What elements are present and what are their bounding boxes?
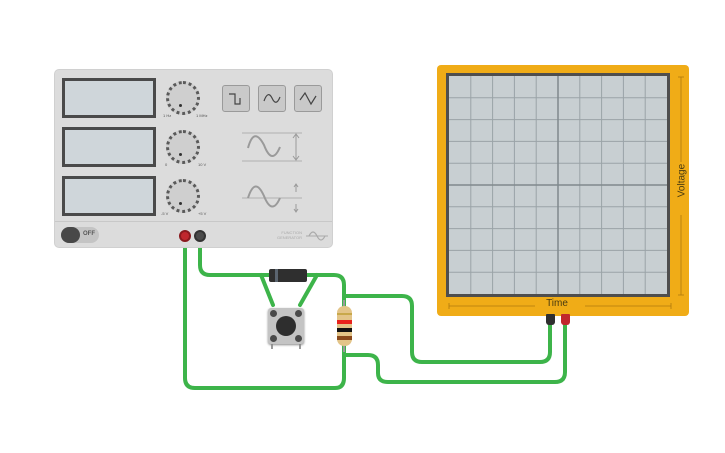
pushbutton[interactable] [268, 308, 304, 344]
resistor-band-2 [337, 320, 352, 324]
power-label: OFF [83, 231, 95, 237]
knob-indicator [179, 202, 182, 205]
sine-wave-button[interactable] [258, 85, 286, 112]
knob-indicator [179, 153, 182, 156]
offset-display [62, 176, 156, 216]
resistor-band-3 [337, 328, 352, 332]
amplitude-display [62, 127, 156, 167]
pin [270, 310, 277, 317]
offset-diagram-icon [242, 183, 302, 213]
amplitude-min-label: 0 [165, 162, 168, 167]
amplitude-diagram-icon [242, 132, 302, 162]
frequency-display [62, 78, 156, 118]
frequency-min-label: 1 Hz [163, 113, 172, 118]
toggle-knob [61, 227, 80, 243]
negative-probe[interactable] [546, 314, 555, 325]
brand-label: FUNCTION GENERATOR [277, 230, 302, 240]
oscilloscope-grid [449, 76, 667, 294]
resistor[interactable] [337, 306, 352, 346]
amplitude-knob[interactable] [166, 130, 200, 164]
resistor-band-4 [337, 336, 352, 340]
knob-indicator [179, 104, 182, 107]
pin [295, 310, 302, 317]
positive-terminal[interactable] [179, 230, 191, 242]
axis-guides [448, 76, 684, 309]
oscilloscope: Time Voltage [437, 65, 689, 316]
offset-max-label: +5 V [198, 211, 207, 216]
square-wave-button[interactable] [222, 85, 250, 112]
negative-terminal[interactable] [194, 230, 206, 242]
pin [295, 335, 302, 342]
amplitude-max-label: 10 V [198, 162, 207, 167]
frequency-knob[interactable] [166, 81, 200, 115]
resistor-band-1 [337, 313, 352, 315]
function-generator: 1 Hz 1 MHz 0 10 V -5 V +5 V OFF FUNCTION… [55, 70, 332, 247]
offset-min-label: -5 V [161, 211, 169, 216]
generator-footer [55, 221, 332, 247]
positive-probe[interactable] [561, 314, 570, 325]
diode[interactable] [269, 269, 307, 282]
oscilloscope-screen [446, 73, 670, 297]
time-axis-label: Time [546, 298, 568, 309]
diode-cathode-band [275, 269, 278, 282]
offset-knob[interactable] [166, 179, 200, 213]
frequency-max-label: 1 MHz [196, 113, 208, 118]
triangle-wave-icon [299, 91, 317, 106]
generator-logo-icon [306, 231, 328, 241]
sine-wave-icon [263, 94, 281, 103]
square-wave-icon [229, 93, 241, 105]
power-toggle[interactable]: OFF [61, 227, 99, 243]
voltage-axis-label: Voltage [676, 163, 688, 198]
triangle-wave-button[interactable] [294, 85, 322, 112]
pin [270, 335, 277, 342]
pushbutton-cap [276, 316, 296, 336]
